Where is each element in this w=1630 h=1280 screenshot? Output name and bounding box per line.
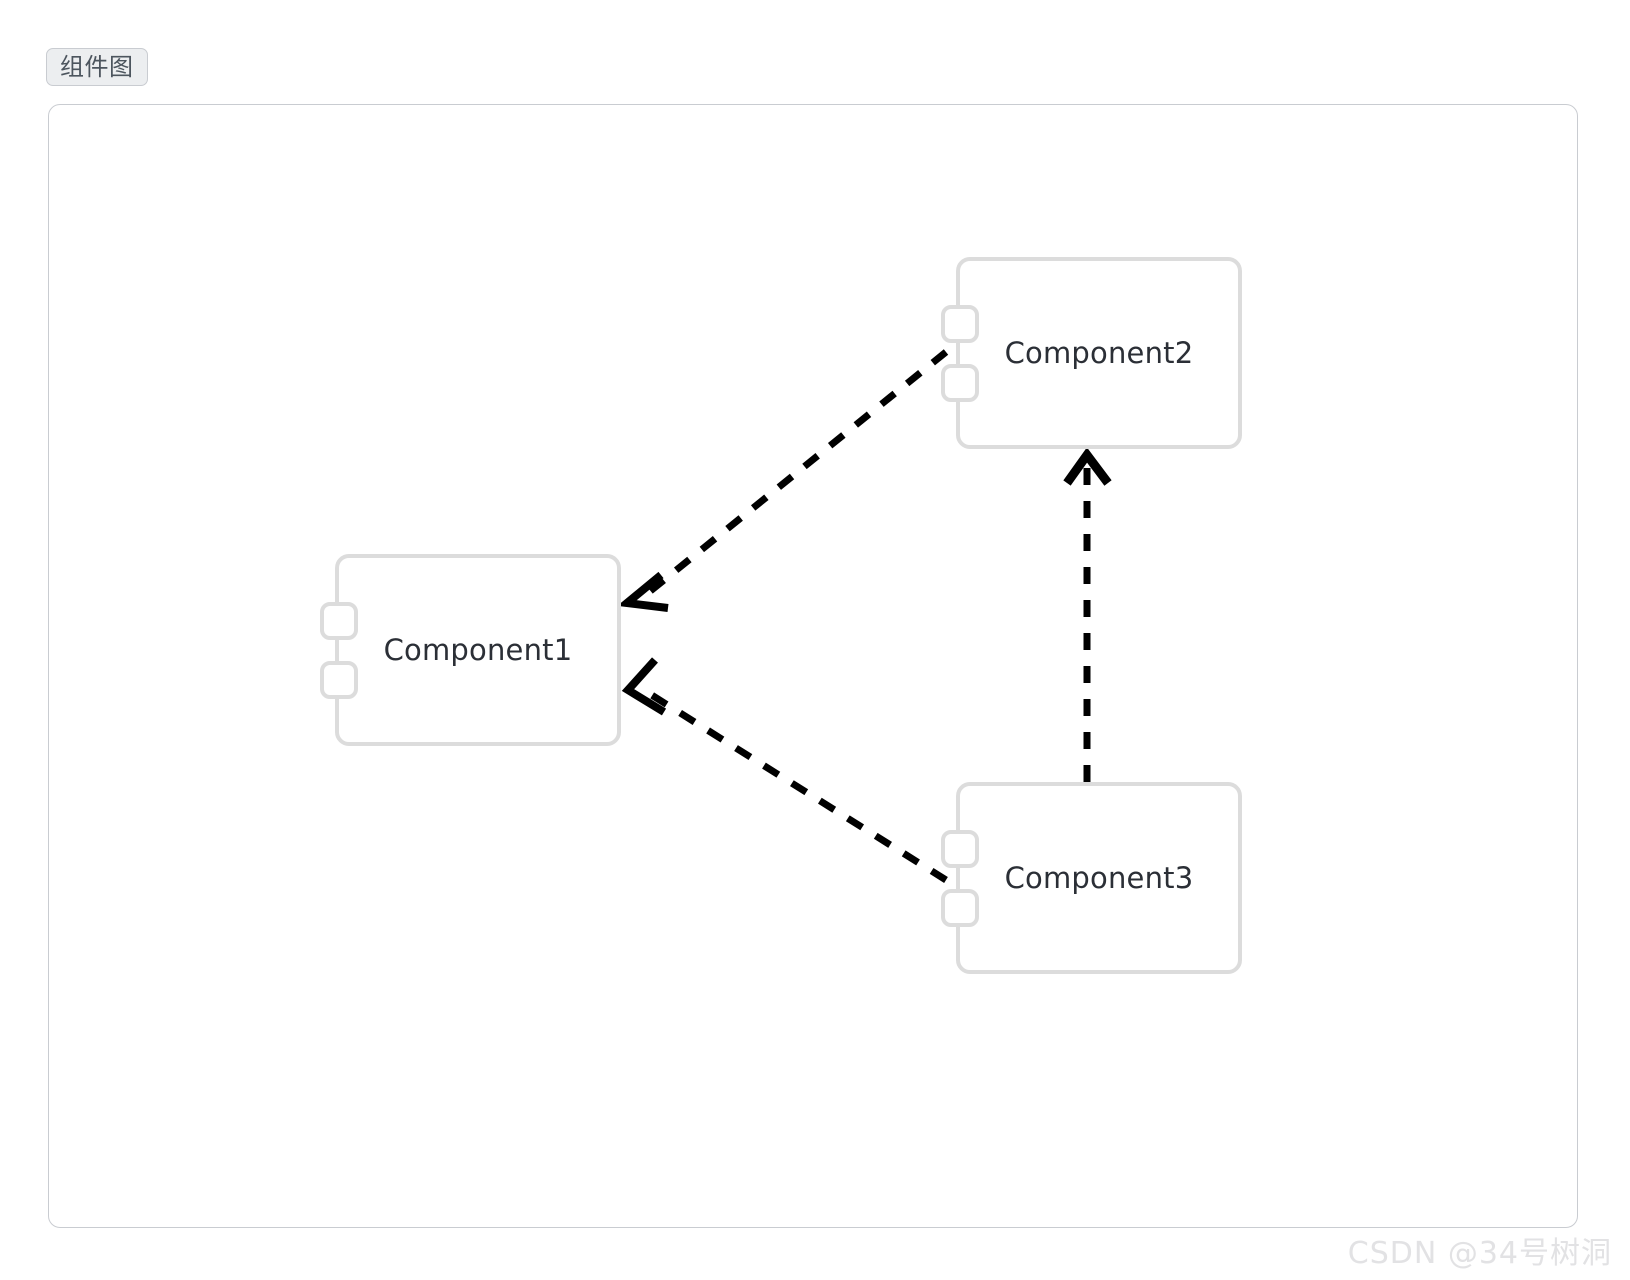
diagram-tab[interactable]: 组件图 (46, 48, 148, 86)
component-port-icon[interactable] (941, 305, 979, 343)
watermark: CSDN @34号树洞 (1347, 1236, 1612, 1271)
component-port-icon[interactable] (941, 830, 979, 868)
component-node-component2[interactable]: Component2 (941, 257, 1242, 449)
component-node-component3[interactable]: Component3 (941, 782, 1242, 974)
diagram-tab-label: 组件图 (60, 53, 134, 81)
component-port-icon[interactable] (941, 889, 979, 927)
component-label: Component2 (1004, 336, 1194, 370)
component-port-icon[interactable] (320, 602, 358, 640)
component-label: Component1 (383, 633, 573, 667)
component-port-icon[interactable] (941, 364, 979, 402)
diagram-canvas[interactable] (48, 104, 1578, 1228)
component-label: Component3 (1004, 861, 1194, 895)
component-port-icon[interactable] (320, 661, 358, 699)
component-node-component1[interactable]: Component1 (320, 554, 621, 746)
